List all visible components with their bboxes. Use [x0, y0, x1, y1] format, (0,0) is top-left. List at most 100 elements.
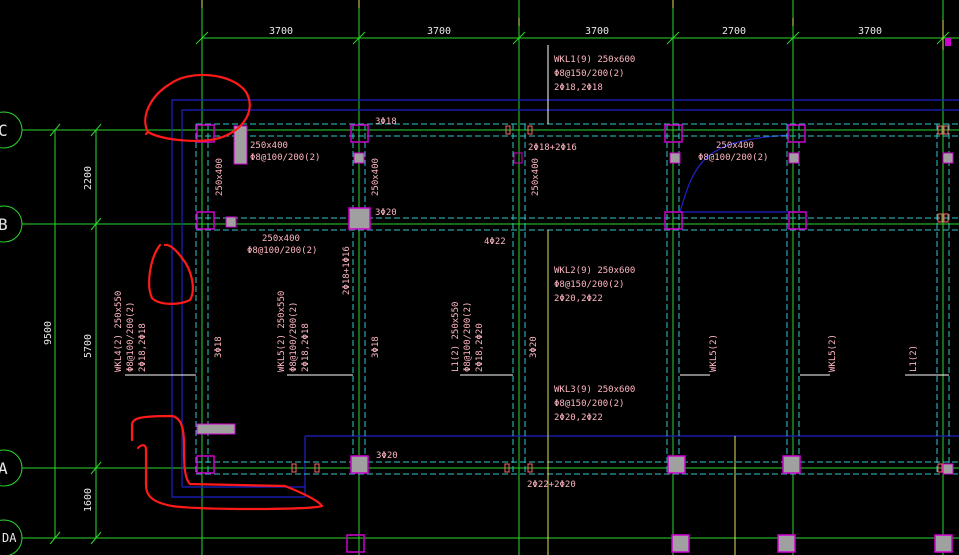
l1-name: L1(2) 250x550: [451, 302, 461, 372]
yellow-lines-lower: [547, 230, 736, 555]
wkl1-bars: 2Φ18,2Φ18: [554, 83, 603, 93]
red-markup-circle: [144, 73, 251, 142]
dim-top-2: 3700: [427, 26, 451, 37]
wkl5-name: WKL5(2) 250x550: [277, 291, 287, 372]
top-right-column-mark: [945, 38, 951, 46]
top-dimension-line: [195, 31, 959, 45]
top-yellow-marks: [201, 0, 944, 50]
l1-bars: 2Φ18,2Φ20: [475, 323, 485, 372]
a-bay2-top: 3Φ20: [376, 451, 398, 461]
b-bay2-vert: 2Φ18+1Φ16: [342, 246, 352, 295]
grid-bubble-da: [0, 519, 23, 555]
grid-lines: [22, 0, 959, 555]
wkl5-bars: 2Φ18,2Φ18: [301, 323, 311, 372]
grid-bubble-a: [0, 449, 23, 487]
b-bay1-size: 250x400: [262, 234, 300, 244]
column-b2: [348, 207, 371, 230]
grid-label-c: C: [0, 121, 8, 140]
c-bay2-top: 3Φ18: [375, 117, 397, 127]
column-a1: [196, 455, 215, 474]
b-bay1-stirrup: Φ8@100/200(2): [247, 246, 317, 256]
col3-bars: 3Φ20: [529, 336, 539, 358]
dim-side-2: 5700: [83, 334, 94, 358]
leader-lines: [125, 45, 949, 376]
wkl5-stirrup: Φ8@100/200(2): [289, 302, 299, 372]
column-a2: [350, 455, 369, 474]
grid-label-da: DA: [2, 531, 17, 545]
column-a6-small: [942, 463, 954, 475]
b-bay3-top: 4Φ22: [484, 237, 506, 247]
dim-top-3: 3700: [585, 26, 609, 37]
column-c5: [787, 124, 806, 143]
c-bay4-stirrup: Φ8@100/200(2): [698, 153, 768, 163]
column-c6-small: [942, 152, 954, 164]
wkl4-bars: 2Φ18,2Φ18: [138, 323, 148, 372]
col2-bars: 3Φ18: [371, 336, 381, 358]
columns: [196, 124, 954, 553]
dim-side-total: 9500: [43, 321, 54, 345]
red-markup-arc: [148, 243, 194, 305]
column-b5: [788, 211, 807, 230]
c-bay1-size: 250x400: [250, 141, 288, 151]
red-markup: [130, 73, 324, 511]
column-b1: [196, 211, 215, 230]
dim-top-4: 2700: [722, 26, 746, 37]
column-c1: [196, 124, 215, 143]
red-markup-bracket: [130, 414, 324, 511]
column-c2-small: [353, 152, 365, 164]
wkl3-stirrup: Φ8@150/200(2): [554, 399, 624, 409]
grid-bubbles: [0, 111, 23, 555]
slab-outline: [171, 99, 959, 498]
a-bottom: 2Φ22+2Φ20: [527, 480, 576, 490]
wkl1-stirrup: Φ8@150/200(2): [554, 69, 624, 79]
col1-bars: 3Φ18: [214, 336, 224, 358]
beam-edges: [195, 123, 959, 475]
wkl5b-name: WKL5(2): [709, 334, 719, 372]
column-b4: [664, 211, 683, 230]
c-bay4-size: 250x400: [716, 141, 754, 151]
l1-stirrup: Φ8@100/200(2): [463, 302, 473, 372]
column-c4-small: [669, 152, 681, 164]
grid-bubble-c: [0, 111, 23, 149]
dim-side-1: 2200: [83, 166, 94, 190]
grid-bubble-b: [0, 205, 23, 243]
wkl2-stirrup: Φ8@150/200(2): [554, 280, 624, 290]
c-bay1-vert: 250x400: [215, 158, 225, 196]
dim-side-3: 1600: [83, 488, 94, 512]
wkl5c-name: WKL5(2): [828, 334, 838, 372]
beam-annotations: WKL1(9) 250x600 Φ8@150/200(2) 2Φ18,2Φ18 …: [114, 55, 919, 490]
column-da4: [671, 534, 690, 553]
c-bay3-top: 2Φ18+2Φ16: [528, 143, 577, 153]
column-da5: [777, 534, 796, 553]
top-dimension-labels: 3700 3700 3700 2700 3700: [269, 26, 882, 37]
beam-end-marks: [291, 125, 949, 473]
grid-letters: C B A DA: [0, 121, 17, 545]
grid-label-b: B: [0, 215, 8, 234]
wkl3-bars: 2Φ20,2Φ22: [554, 413, 603, 423]
column-a4: [667, 455, 686, 474]
column-a5: [782, 455, 801, 474]
wkl4-name: WKL4(2) 250x550: [114, 291, 124, 372]
wkl3-name: WKL3(9) 250x600: [554, 385, 635, 395]
column-c2: [350, 124, 369, 143]
wkl2-name: WKL2(9) 250x600: [554, 266, 635, 276]
dim-top-5: 3700: [858, 26, 882, 37]
wkl4-stirrup: Φ8@100/200(2): [126, 302, 136, 372]
column-c1-wall: [233, 125, 248, 165]
dim-top-1: 3700: [269, 26, 293, 37]
column-c3-mid: [513, 152, 523, 164]
c-bay3-vert: 250x400: [531, 158, 541, 196]
side-dimension-lines: [49, 123, 102, 545]
column-da2: [346, 534, 365, 553]
side-dimension-labels: 9500 2200 5700 1600: [43, 166, 94, 512]
l1b-name: L1(2): [909, 345, 919, 372]
column-da6: [934, 534, 953, 553]
b-bay2-top: 3Φ20: [375, 208, 397, 218]
column-a1-wall: [196, 423, 236, 435]
wkl1-name: WKL1(9) 250x600: [554, 55, 635, 65]
wkl2-bars: 2Φ20,2Φ22: [554, 294, 603, 304]
grid-label-a: A: [0, 459, 8, 478]
column-c5-small: [788, 152, 800, 164]
c-bay1-stirrup: Φ8@100/200(2): [250, 153, 320, 163]
